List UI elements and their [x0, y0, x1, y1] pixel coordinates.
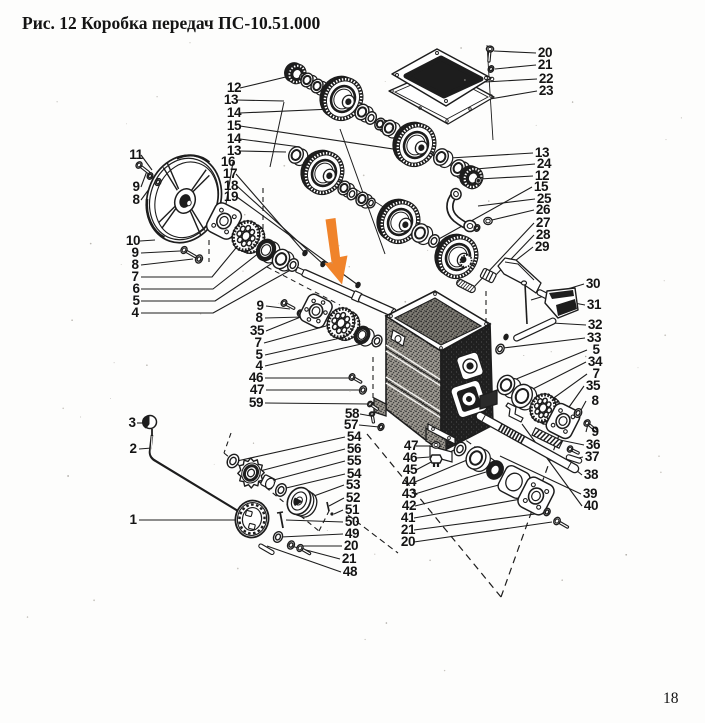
svg-text:13: 13 — [224, 92, 239, 107]
svg-text:5: 5 — [592, 342, 600, 357]
svg-text:6: 6 — [132, 281, 140, 296]
svg-text:15: 15 — [534, 179, 549, 194]
svg-text:50: 50 — [345, 514, 359, 529]
svg-text:14: 14 — [227, 105, 242, 120]
svg-text:49: 49 — [345, 526, 359, 541]
svg-text:21: 21 — [401, 522, 416, 537]
svg-text:9: 9 — [256, 298, 263, 313]
svg-text:59: 59 — [249, 395, 263, 410]
svg-text:47: 47 — [404, 438, 418, 453]
svg-text:5: 5 — [255, 347, 263, 362]
svg-text:44: 44 — [402, 474, 417, 489]
svg-text:35: 35 — [250, 323, 265, 338]
svg-text:53: 53 — [346, 477, 361, 492]
svg-text:32: 32 — [588, 317, 602, 332]
svg-text:9: 9 — [591, 424, 598, 439]
svg-text:37: 37 — [585, 449, 599, 464]
svg-text:57: 57 — [344, 417, 358, 432]
svg-text:16: 16 — [221, 154, 236, 169]
svg-text:38: 38 — [584, 467, 599, 482]
svg-text:10: 10 — [126, 233, 140, 248]
svg-text:19: 19 — [224, 189, 238, 204]
svg-text:36: 36 — [586, 437, 601, 452]
svg-text:33: 33 — [587, 330, 602, 345]
svg-text:40: 40 — [584, 498, 598, 513]
svg-text:34: 34 — [588, 354, 603, 369]
svg-text:4: 4 — [131, 305, 139, 320]
svg-text:41: 41 — [401, 510, 416, 525]
svg-text:47: 47 — [250, 382, 264, 397]
svg-text:30: 30 — [586, 276, 600, 291]
svg-text:7: 7 — [592, 366, 599, 381]
svg-text:21: 21 — [342, 551, 357, 566]
svg-text:Рис. 12 Коробка передач ПС-10.: Рис. 12 Коробка передач ПС-10.51.000 — [22, 13, 321, 33]
svg-text:8: 8 — [131, 257, 139, 272]
svg-text:29: 29 — [535, 239, 549, 254]
svg-text:48: 48 — [343, 564, 358, 579]
svg-text:8: 8 — [255, 310, 263, 325]
svg-text:20: 20 — [344, 538, 358, 553]
svg-text:18: 18 — [224, 178, 239, 193]
svg-text:25: 25 — [537, 191, 552, 206]
svg-text:1: 1 — [129, 512, 137, 527]
svg-text:46: 46 — [403, 450, 418, 465]
svg-text:54: 54 — [347, 429, 362, 444]
svg-text:26: 26 — [536, 202, 551, 217]
svg-text:7: 7 — [254, 335, 261, 350]
svg-text:28: 28 — [536, 227, 551, 242]
svg-text:3: 3 — [128, 415, 136, 430]
svg-text:18: 18 — [663, 690, 679, 707]
svg-text:24: 24 — [537, 156, 552, 171]
svg-text:11: 11 — [129, 147, 143, 162]
svg-text:22: 22 — [539, 71, 553, 86]
svg-text:9: 9 — [131, 245, 138, 260]
svg-text:43: 43 — [402, 486, 417, 501]
svg-text:45: 45 — [403, 462, 418, 477]
svg-text:42: 42 — [402, 498, 416, 513]
svg-text:8: 8 — [591, 393, 599, 408]
svg-text:52: 52 — [346, 490, 360, 505]
svg-text:17: 17 — [223, 166, 237, 181]
svg-text:9: 9 — [132, 179, 139, 194]
svg-text:20: 20 — [538, 45, 552, 60]
svg-text:14: 14 — [227, 131, 242, 146]
svg-text:56: 56 — [347, 441, 362, 456]
svg-text:2: 2 — [129, 441, 136, 456]
svg-text:27: 27 — [536, 215, 550, 230]
svg-text:23: 23 — [539, 83, 554, 98]
svg-text:39: 39 — [583, 486, 597, 501]
svg-text:15: 15 — [227, 118, 242, 133]
svg-text:7: 7 — [131, 269, 138, 284]
svg-text:21: 21 — [538, 57, 553, 72]
svg-text:58: 58 — [345, 406, 360, 421]
svg-text:8: 8 — [132, 192, 140, 207]
svg-text:4: 4 — [255, 358, 263, 373]
svg-text:13: 13 — [227, 143, 242, 158]
svg-text:13: 13 — [535, 145, 550, 160]
svg-text:12: 12 — [535, 168, 549, 183]
svg-text:5: 5 — [132, 293, 140, 308]
svg-text:46: 46 — [249, 370, 264, 385]
svg-text:35: 35 — [586, 378, 601, 393]
svg-text:12: 12 — [227, 80, 241, 95]
svg-text:20: 20 — [401, 534, 415, 549]
svg-text:55: 55 — [347, 453, 362, 468]
svg-text:54: 54 — [347, 466, 362, 481]
svg-text:31: 31 — [587, 297, 602, 312]
svg-text:51: 51 — [345, 502, 360, 517]
